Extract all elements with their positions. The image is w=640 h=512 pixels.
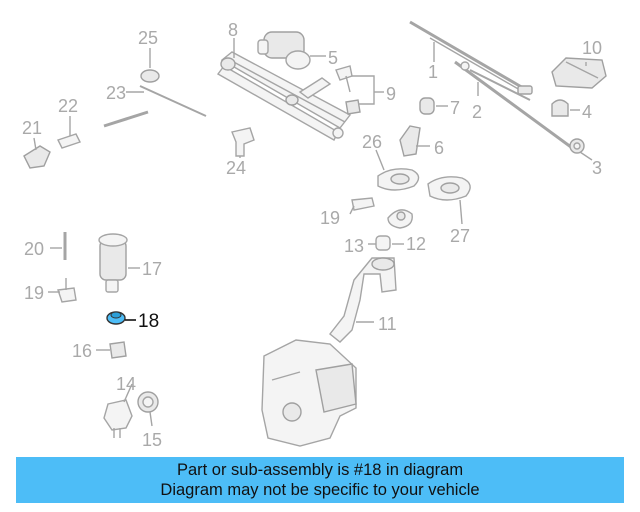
callout-18: 18	[138, 311, 159, 332]
connector-19-top[interactable]	[351, 197, 375, 211]
level-sensor-14[interactable]	[103, 399, 133, 438]
washer-pump-17[interactable]	[98, 233, 128, 293]
washer-jet-26[interactable]	[377, 168, 420, 191]
cap-12[interactable]	[375, 235, 391, 251]
callout-20: 20	[24, 239, 44, 259]
banner-line-1: Part or sub-assembly is #18 in diagram	[176, 461, 464, 479]
callout-1: 1	[428, 62, 438, 82]
callout-5: 5	[328, 48, 338, 68]
callout-26: 26	[362, 132, 382, 152]
callout-4: 4	[582, 102, 592, 122]
nozzle-6[interactable]	[399, 125, 421, 157]
callout-12: 12	[406, 234, 426, 254]
callout-19-top: 19	[320, 208, 340, 228]
grommet-18-highlighted[interactable]	[106, 311, 136, 325]
grommet-16[interactable]	[109, 341, 127, 359]
callout-17: 17	[142, 259, 162, 279]
wiper-motor-5[interactable]	[257, 31, 311, 70]
leader-lines	[33, 38, 593, 427]
callout-labels: 1 2 3 4 5 6 7 8 9 10 11 12 13 14 15 16 1…	[22, 20, 602, 450]
callout-16: 16	[72, 341, 92, 361]
callout-6: 6	[434, 138, 444, 158]
callout-23: 23	[106, 83, 126, 103]
callout-25: 25	[138, 28, 158, 48]
callout-11: 11	[378, 314, 397, 334]
wiper-linkage-8[interactable]	[216, 51, 352, 141]
callout-22: 22	[58, 96, 78, 116]
info-banner: Part or sub-assembly is #18 in diagram D…	[16, 457, 624, 503]
washer-reservoir[interactable]	[261, 339, 357, 447]
connector-22[interactable]	[57, 120, 81, 149]
filler-neck-11[interactable]	[329, 257, 397, 343]
banner-line-2: Diagram may not be specific to your vehi…	[160, 481, 480, 499]
seal-15[interactable]	[137, 391, 159, 413]
callout-7: 7	[450, 98, 460, 118]
callout-10: 10	[582, 38, 602, 58]
callout-19-left: 19	[24, 283, 44, 303]
callout-2: 2	[472, 102, 482, 122]
seal-13[interactable]	[387, 209, 413, 229]
connector-19-left[interactable]	[57, 278, 77, 303]
washer-jet-27[interactable]	[427, 176, 471, 201]
grommet-25[interactable]	[140, 69, 160, 83]
grommet-7[interactable]	[419, 97, 435, 115]
callout-8: 8	[228, 20, 238, 40]
callout-3: 3	[592, 158, 602, 178]
callout-9: 9	[386, 84, 396, 104]
callout-13: 13	[344, 236, 364, 256]
check-valve-24[interactable]	[231, 127, 255, 157]
bolts-9[interactable]	[335, 65, 361, 115]
nut-3[interactable]	[569, 138, 585, 154]
cowl-cover-10[interactable]	[551, 57, 607, 89]
callout-15: 15	[142, 430, 162, 450]
callout-21: 21	[22, 118, 42, 138]
cap-4[interactable]	[551, 99, 569, 117]
callout-24: 24	[226, 158, 246, 178]
nozzle-21[interactable]	[23, 145, 51, 169]
callout-27: 27	[450, 226, 470, 246]
callout-14: 14	[116, 374, 136, 394]
wiper-blade-1[interactable]	[409, 20, 533, 95]
hose-23[interactable]	[103, 85, 207, 128]
wiper-arm-2[interactable]	[454, 60, 576, 152]
